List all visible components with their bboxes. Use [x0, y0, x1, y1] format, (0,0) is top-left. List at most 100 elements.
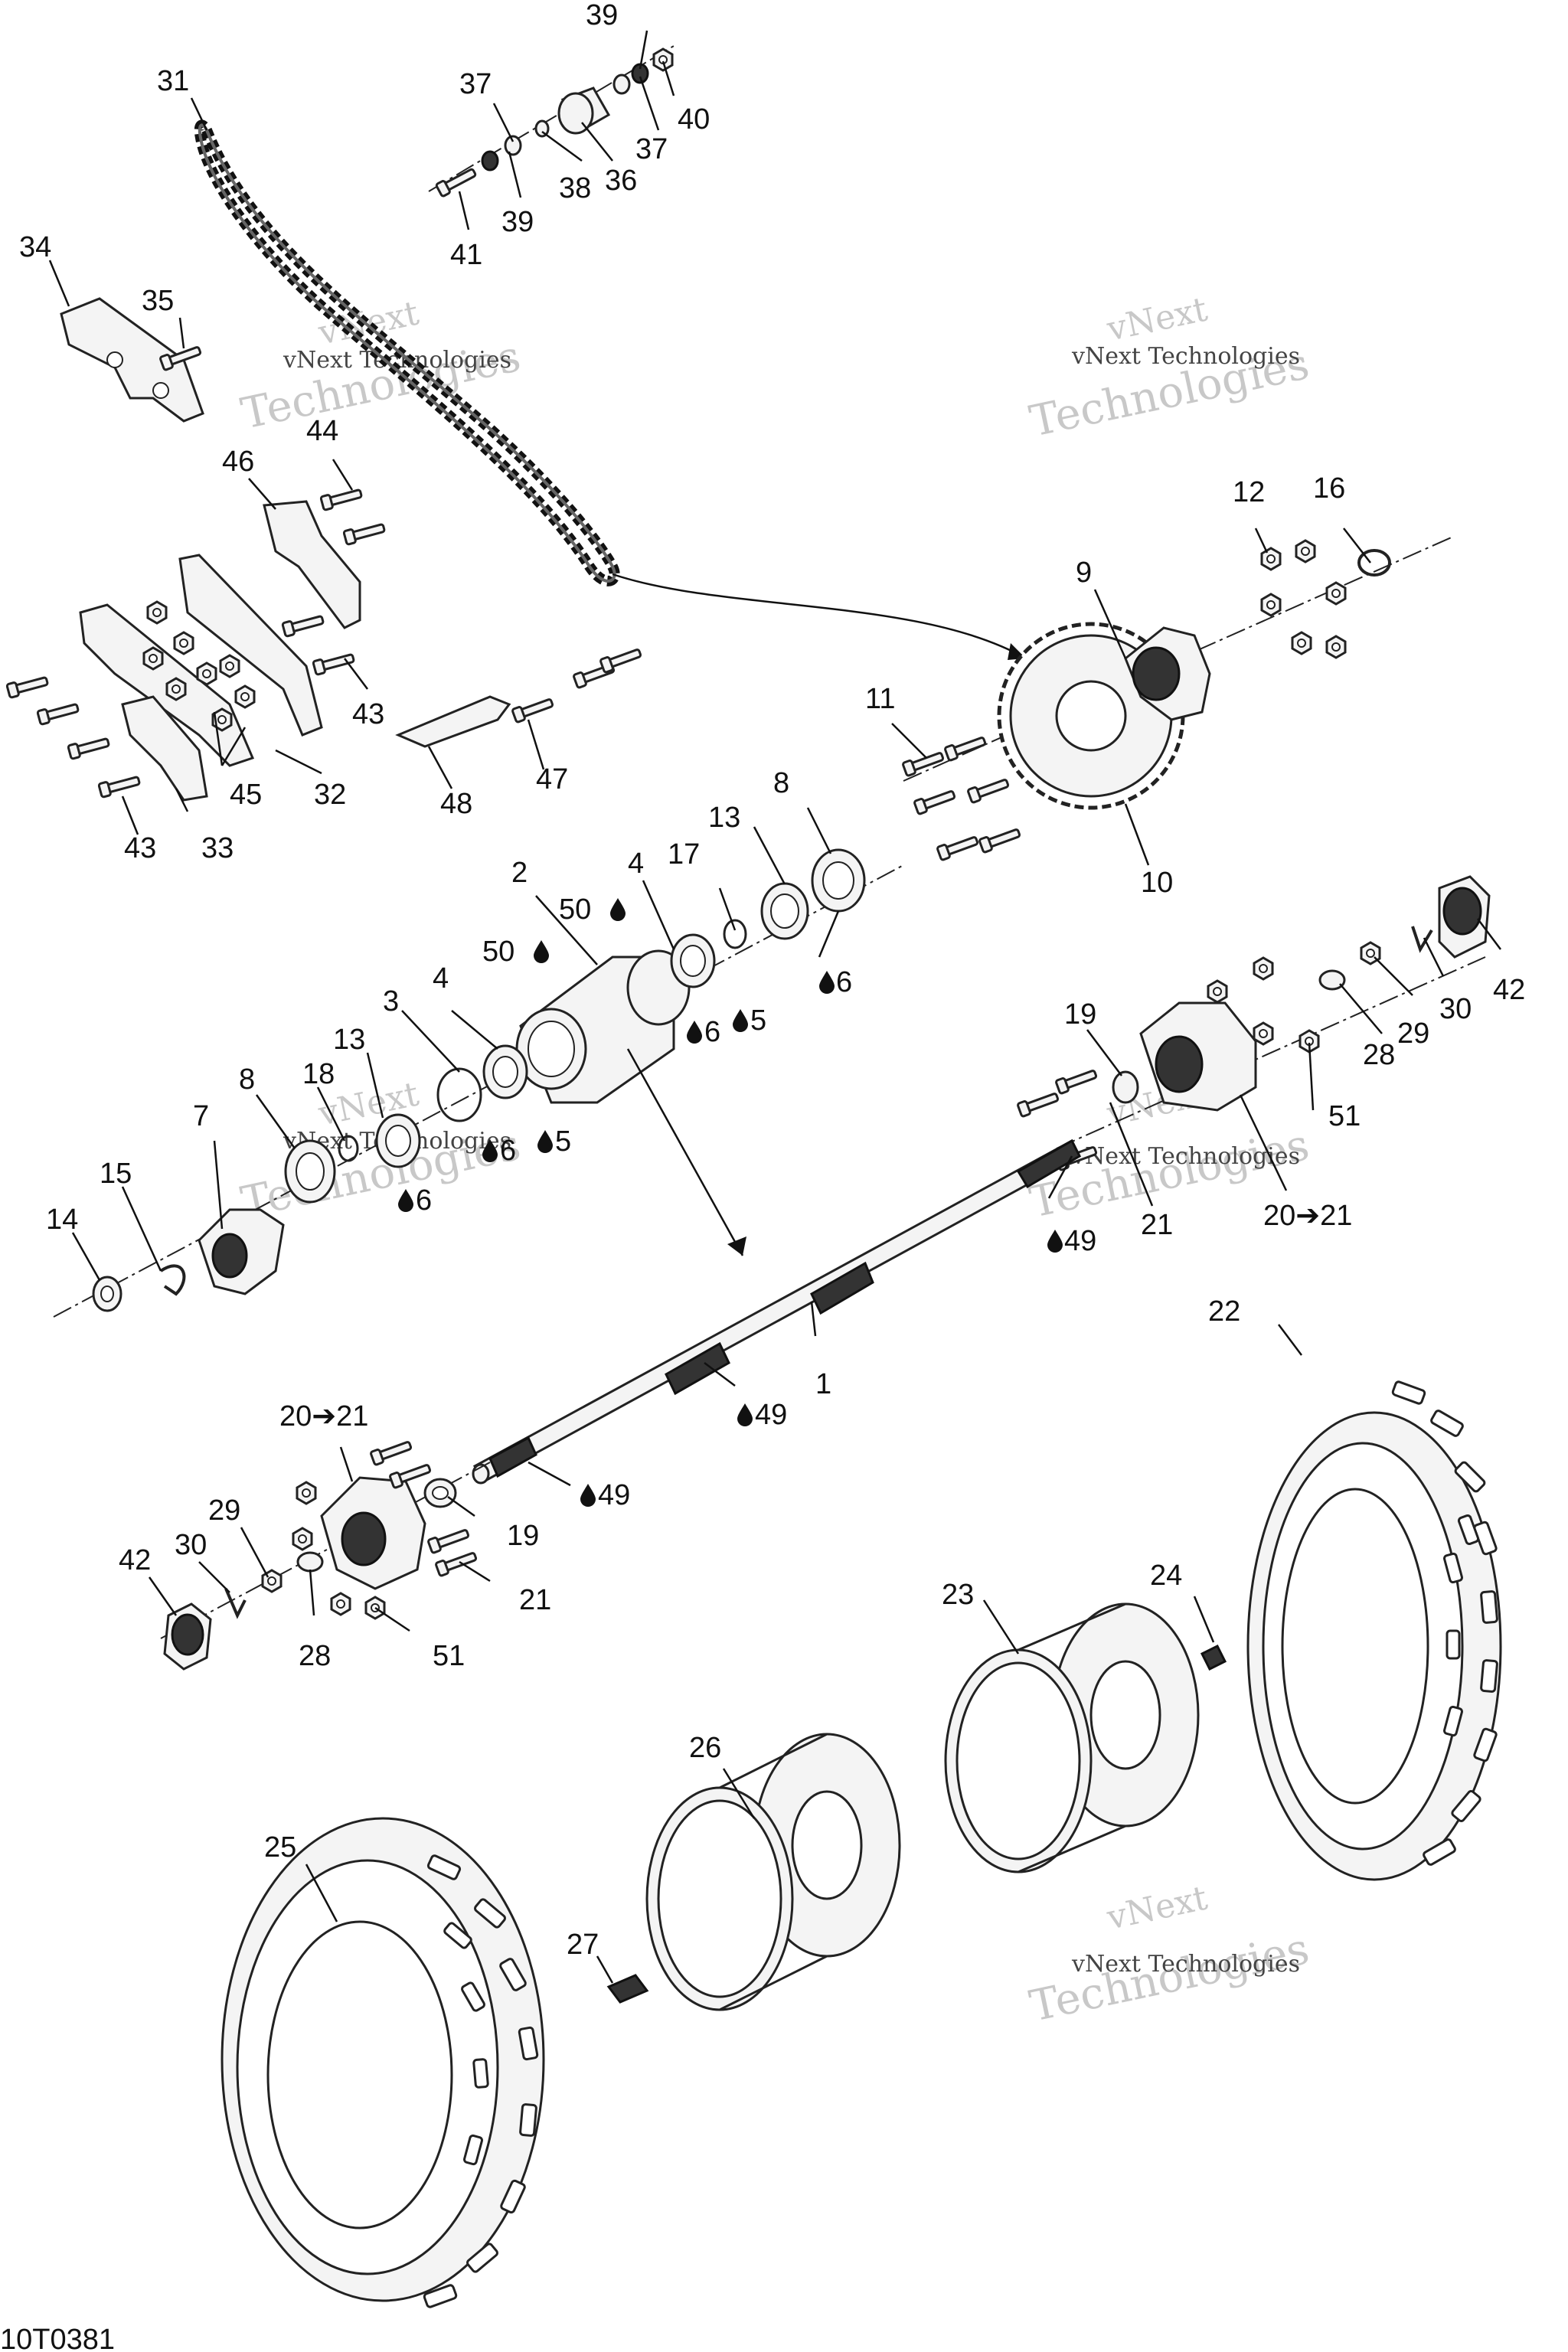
- label-5-lower: 5: [537, 1125, 571, 1158]
- label-49-upper: 49: [1047, 1225, 1096, 1257]
- label-34: 34: [19, 231, 51, 263]
- label-15: 15: [100, 1158, 132, 1190]
- label-43-right: 43: [352, 698, 384, 730]
- left-tire: [220, 1817, 545, 2308]
- label-32: 32: [314, 779, 346, 811]
- label-42-lower: 42: [119, 1544, 151, 1576]
- chain-case-plates: [5, 485, 644, 802]
- label-10: 10: [1141, 867, 1173, 899]
- svg-text:5: 5: [555, 1125, 571, 1158]
- oil-drop-icon: [733, 1009, 748, 1032]
- label-36: 36: [605, 165, 637, 197]
- label-49-middle: 49: [737, 1399, 787, 1431]
- label-40: 40: [678, 103, 710, 136]
- svg-text:6: 6: [500, 1135, 516, 1167]
- oil-drop-icon: [580, 1484, 596, 1507]
- label-7: 7: [193, 1100, 209, 1132]
- label-41: 41: [450, 239, 482, 271]
- label-13-upper: 13: [708, 802, 740, 834]
- label-6-middle: 6: [687, 1016, 720, 1048]
- label-21-lower: 21: [519, 1584, 551, 1616]
- label-35: 35: [142, 285, 174, 317]
- oil-drop-icon: [819, 971, 835, 994]
- svg-text:49: 49: [755, 1399, 787, 1431]
- label-30-lower: 30: [175, 1529, 207, 1561]
- svg-text:vNext Technologies: vNext Technologies: [1071, 343, 1300, 370]
- svg-text:49: 49: [1064, 1225, 1096, 1257]
- svg-text:vNext: vNext: [1103, 1878, 1211, 1938]
- label-49-lower: 49: [580, 1479, 630, 1511]
- oil-drop-icon: [1047, 1230, 1063, 1253]
- label-6-lower-left: 6: [398, 1184, 432, 1217]
- label-45: 45: [230, 779, 262, 811]
- label-23: 23: [942, 1579, 974, 1611]
- svg-text:Technologies: Technologies: [1025, 1924, 1313, 2032]
- label-46: 46: [222, 446, 254, 478]
- label-28-lower: 28: [299, 1640, 331, 1672]
- left-rim: [606, 1733, 901, 2011]
- left-hub-assembly: [92, 1208, 285, 1312]
- label-20-lower: 20➔21: [279, 1400, 368, 1432]
- label-12: 12: [1233, 476, 1265, 508]
- oil-drop-icon: [610, 898, 626, 921]
- label-19-upper: 19: [1064, 998, 1096, 1031]
- label-8-upper: 8: [773, 767, 789, 799]
- svg-text:6: 6: [704, 1016, 720, 1048]
- label-43-left: 43: [124, 832, 156, 864]
- label-50-lower: 50: [482, 936, 549, 968]
- svg-text:5: 5: [750, 1004, 766, 1037]
- bearing-housing-assembly: [53, 848, 904, 1318]
- label-29-upper: 29: [1397, 1018, 1429, 1050]
- label-22: 22: [1208, 1295, 1240, 1328]
- oil-drop-icon: [537, 1130, 553, 1153]
- label-33: 33: [201, 832, 234, 864]
- svg-text:20➔21: 20➔21: [1263, 1200, 1352, 1232]
- label-5-upper: 5: [733, 1004, 766, 1037]
- label-39-bottom: 39: [501, 206, 534, 238]
- svg-text:vNext: vNext: [1103, 289, 1211, 349]
- oil-drop-icon: [737, 1403, 753, 1426]
- drawing-id: 10T0381: [0, 2324, 115, 2352]
- label-3: 3: [383, 985, 399, 1018]
- leader-lines: [48, 30, 1501, 1984]
- label-50-upper: 50: [559, 893, 626, 926]
- svg-text:6: 6: [836, 966, 852, 998]
- label-2: 2: [511, 857, 528, 889]
- svg-text:50: 50: [559, 893, 591, 926]
- label-42-upper: 42: [1493, 974, 1525, 1006]
- label-30-upper: 30: [1439, 993, 1472, 1025]
- label-27: 27: [567, 1929, 599, 1961]
- label-11: 11: [865, 683, 895, 715]
- label-18: 18: [302, 1058, 335, 1090]
- oil-drop-icon: [534, 940, 549, 963]
- label-1: 1: [815, 1368, 831, 1400]
- svg-text:6: 6: [416, 1184, 432, 1217]
- label-29-lower: 29: [208, 1494, 240, 1527]
- label-47: 47: [536, 763, 568, 795]
- label-14: 14: [46, 1204, 78, 1236]
- tensioner-roller-assembly: [428, 45, 675, 198]
- svg-text:20➔21: 20➔21: [279, 1400, 368, 1432]
- label-24: 24: [1150, 1560, 1182, 1592]
- label-20-upper: 20➔21: [1263, 1200, 1352, 1232]
- label-44: 44: [306, 415, 338, 447]
- label-51-upper: 51: [1328, 1100, 1361, 1132]
- right-tire: [1246, 1380, 1502, 1881]
- svg-text:vNext Technologies: vNext Technologies: [1071, 1951, 1300, 1978]
- label-28-upper: 28: [1363, 1039, 1395, 1071]
- label-6-lower-middle: 6: [482, 1135, 516, 1167]
- right-rim: [944, 1602, 1227, 1873]
- label-48: 48: [440, 788, 472, 820]
- label-8-lower: 8: [239, 1063, 255, 1096]
- sprocket-hub-assembly: [901, 535, 1455, 862]
- svg-text:50: 50: [482, 936, 514, 968]
- label-16: 16: [1313, 472, 1345, 505]
- chain-guide: [60, 297, 204, 423]
- label-21-upper: 21: [1141, 1209, 1173, 1241]
- label-4-lower: 4: [433, 962, 449, 995]
- label-51-lower: 51: [433, 1640, 465, 1672]
- oil-drop-icon: [687, 1021, 702, 1044]
- label-13-lower: 13: [333, 1024, 365, 1056]
- rear-axle: [472, 1138, 1081, 1485]
